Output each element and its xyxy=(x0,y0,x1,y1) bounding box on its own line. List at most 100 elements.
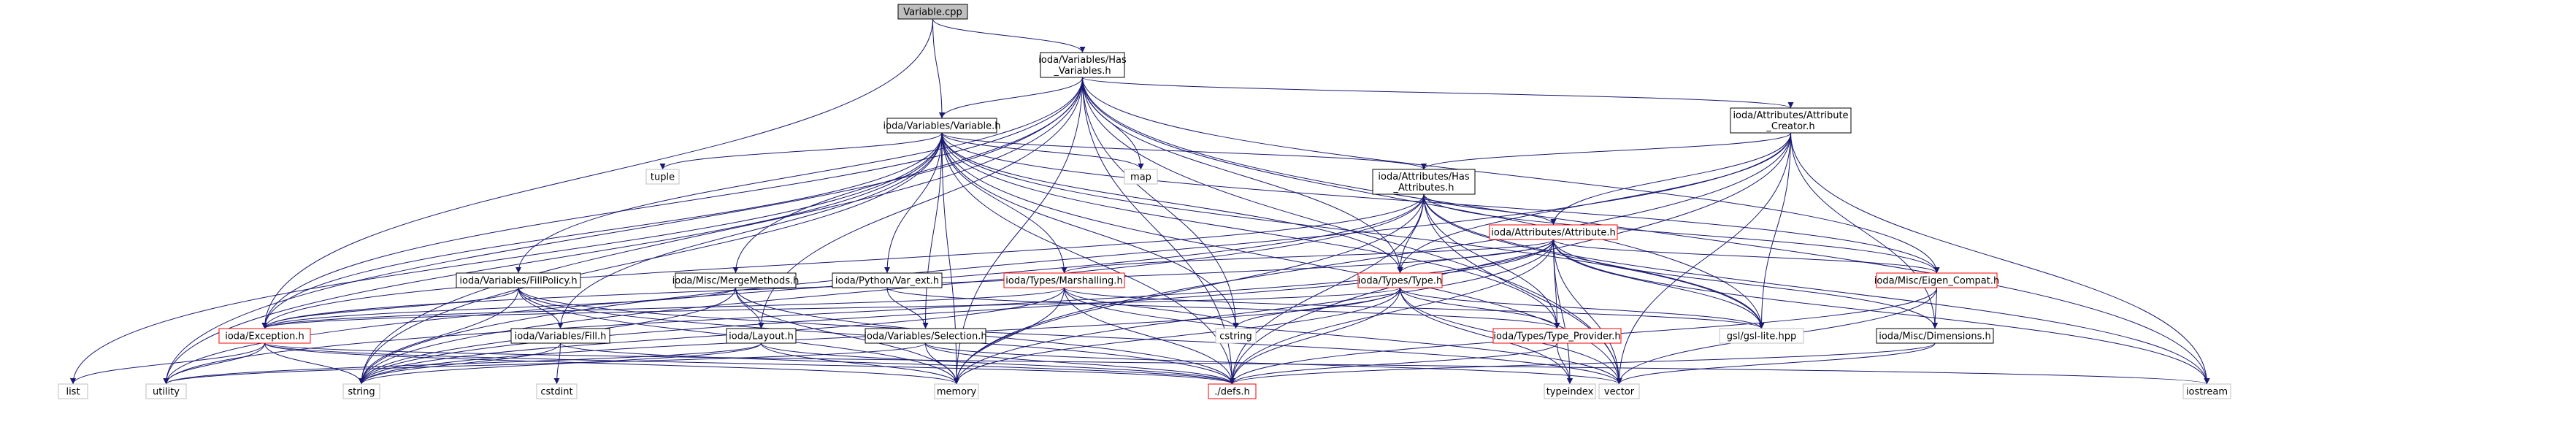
node-label-var_ext: ioda/Python/Var_ext.h xyxy=(835,276,939,287)
edge-variable_cpp-to-exception xyxy=(261,18,933,329)
edge-variable_h-to-selection xyxy=(922,132,943,329)
node-box-has_variables xyxy=(1040,52,1125,78)
edge-attribute_h-to-eigen_compat xyxy=(1553,239,1940,274)
edge-variable_h-to-list xyxy=(70,132,943,385)
node-layout[interactable]: ioda/Layout.h xyxy=(726,328,797,344)
edge-has_attributes-to-type_provider xyxy=(1423,193,1560,329)
node-iostream: iostream xyxy=(2182,383,2231,399)
node-box-cstdint xyxy=(536,383,578,399)
node-box-exception xyxy=(218,328,311,344)
edge-has_variables-to-variable_h xyxy=(939,77,1083,119)
node-selection[interactable]: ioda/Variables/Selection.h xyxy=(864,328,987,344)
node-label-merge_methods: ioda/Misc/MergeMethods.h xyxy=(672,276,800,287)
node-label-type_h: ioda/Types/Type.h xyxy=(1358,276,1442,287)
node-variable_cpp[interactable]: Variable.cpp xyxy=(897,4,968,20)
node-label-attribute_creator: _Creator.h xyxy=(1766,121,1814,132)
node-string: string xyxy=(342,383,380,399)
edge-type_h-to-defs xyxy=(1229,287,1400,385)
node-box-attribute_creator xyxy=(1730,107,1852,134)
node-label-map: map xyxy=(1130,172,1151,183)
node-dimensions[interactable]: ioda/Misc/Dimensions.h xyxy=(1876,328,1994,344)
edge-has_variables-to-utility xyxy=(163,77,1083,385)
node-fill_policy[interactable]: ioda/Variables/FillPolicy.h xyxy=(456,272,581,288)
node-label-cstring: cstring xyxy=(1219,331,1251,342)
node-list: list xyxy=(58,383,88,399)
node-attribute_creator[interactable]: ioda/Attributes/Attribute_Creator.h xyxy=(1730,107,1852,134)
node-label-exception: ioda/Exception.h xyxy=(225,331,304,342)
edge-layout-to-defs xyxy=(761,342,1235,385)
edge-exception-to-defs xyxy=(264,342,1235,385)
node-label-vector: vector xyxy=(1604,387,1635,398)
node-label-fill_policy: ioda/Variables/FillPolicy.h xyxy=(459,276,577,287)
edge-fill_policy-to-string xyxy=(359,287,519,385)
node-type_h[interactable]: ioda/Types/Type.h xyxy=(1357,272,1443,288)
edge-type_h-to-exception xyxy=(261,287,1400,329)
edge-has_variables-to-exception xyxy=(261,77,1083,329)
edge-exception-to-memory xyxy=(264,342,959,385)
node-cstdint: cstdint xyxy=(536,383,578,399)
edge-variable_h-to-gsl_lite xyxy=(941,132,1765,329)
node-has_attributes[interactable]: ioda/Attributes/Has_Attributes.h xyxy=(1372,169,1476,195)
edge-variable_h-to-exception xyxy=(261,132,943,329)
node-label-variable_cpp: Variable.cpp xyxy=(903,7,962,18)
node-box-memory xyxy=(934,383,979,399)
edge-variable_h-to-marshalling xyxy=(941,132,1067,274)
edge-variable_h-to-var_ext xyxy=(884,132,943,274)
node-label-marshalling: ioda/Types/Marshalling.h xyxy=(1005,276,1122,287)
node-var_ext[interactable]: ioda/Python/Var_ext.h xyxy=(832,272,943,288)
node-utility: utility xyxy=(145,383,187,399)
edge-fill_policy-to-fill_h xyxy=(518,287,564,329)
edge-variable_h-to-type_h xyxy=(941,132,1403,274)
edge-attribute_h-to-defs xyxy=(1229,239,1554,385)
edge-marshalling-to-defs xyxy=(1064,287,1235,385)
node-has_variables[interactable]: ioda/Variables/Has_Variables.h xyxy=(1038,52,1127,78)
edge-variable_h-to-type_provider xyxy=(941,132,1560,329)
node-box-utility xyxy=(145,383,187,399)
node-memory: memory xyxy=(934,383,979,399)
node-label-variable_h: ioda/Variables/Variable.h xyxy=(883,121,1001,132)
node-box-cstring xyxy=(1215,328,1257,344)
node-variable_h[interactable]: ioda/Variables/Variable.h xyxy=(883,118,1001,134)
edge-selection-to-utility xyxy=(163,342,926,385)
edge-attribute_creator-to-defs xyxy=(1229,132,1791,385)
node-box-map xyxy=(1124,169,1158,185)
node-label-has_attributes: _Attributes.h xyxy=(1392,183,1454,193)
node-cstring: cstring xyxy=(1215,328,1257,344)
node-box-layout xyxy=(726,328,797,344)
node-box-eigen_compat xyxy=(1876,272,1998,288)
node-exception[interactable]: ioda/Exception.h xyxy=(218,328,311,344)
edge-layout-to-string xyxy=(359,342,762,385)
node-fill_h[interactable]: ioda/Variables/Fill.h xyxy=(510,328,610,344)
edge-marshalling-to-exception xyxy=(261,287,1065,329)
edge-has_variables-to-memory xyxy=(954,77,1083,385)
edge-variable_h-to-utility xyxy=(163,132,943,385)
node-box-marshalling xyxy=(1003,272,1125,288)
edge-attribute_creator-to-dimensions xyxy=(1790,132,1938,329)
edge-attribute_creator-to-gsl_lite xyxy=(1758,132,1791,329)
node-label-list: list xyxy=(66,387,80,398)
edge-type_provider-to-defs xyxy=(1229,342,1557,385)
node-box-variable_cpp xyxy=(897,4,968,20)
edge-merge_methods-to-layout xyxy=(735,287,764,329)
node-box-type_provider xyxy=(1492,328,1622,344)
edge-has_variables-to-fill_policy xyxy=(515,77,1083,274)
node-box-typeindex xyxy=(1544,383,1596,399)
edge-variable_cpp-to-has_variables xyxy=(932,18,1086,53)
node-eigen_compat[interactable]: ioda/Misc/Eigen_Compat.h xyxy=(1874,272,2000,288)
node-defs[interactable]: ./defs.h xyxy=(1208,383,1257,399)
edge-layout-to-memory xyxy=(761,342,959,385)
edge-has_variables-to-defs xyxy=(1082,77,1235,385)
node-marshalling[interactable]: ioda/Types/Marshalling.h xyxy=(1003,272,1125,288)
node-box-var_ext xyxy=(832,272,943,288)
node-type_provider[interactable]: ioda/Types/Type_Provider.h xyxy=(1492,328,1622,344)
node-merge_methods[interactable]: ioda/Misc/MergeMethods.h xyxy=(672,272,800,288)
edge-attribute_creator-to-has_attributes xyxy=(1421,132,1791,170)
edge-attribute_creator-to-attribute_h xyxy=(1550,132,1791,226)
edge-has_attributes-to-memory xyxy=(954,193,1425,385)
node-attribute_h[interactable]: ioda/Attributes/Attribute.h xyxy=(1489,224,1618,240)
node-label-typeindex: typeindex xyxy=(1546,387,1594,398)
edge-attribute_h-to-typeindex xyxy=(1553,239,1573,385)
node-label-tuple: tuple xyxy=(651,172,675,183)
edge-has_attributes-to-string xyxy=(359,193,1425,385)
edge-merge_methods-to-exception xyxy=(261,287,736,329)
